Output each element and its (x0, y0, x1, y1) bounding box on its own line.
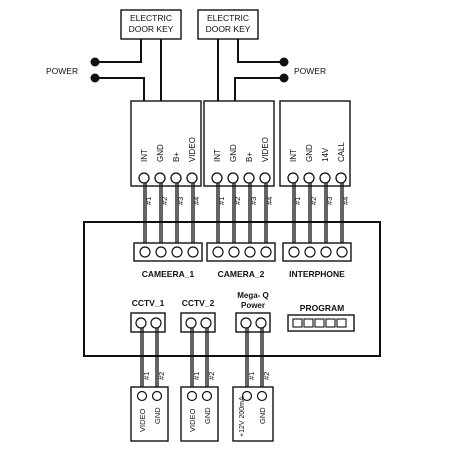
camera-2-pin-video: VIDEO (261, 137, 270, 162)
interphone-pin-14v: 14V (321, 147, 330, 162)
camera-1-terminal-2 (154, 172, 166, 184)
bottom-module-cctv-1: VIDEO GND (130, 386, 169, 442)
terminal-label-camera-1: CAMEERA_1 (142, 269, 195, 279)
camera-1-pin-int: INT (140, 149, 149, 162)
power-1-terminal-b (90, 73, 100, 83)
cam2-wire-label-4: #4 (265, 197, 274, 205)
cctv1-wire-label-2: #2 (157, 372, 166, 380)
interphone-terminal-4 (335, 172, 347, 184)
power-label-left: POWER (46, 66, 78, 76)
interphone-terminal-1 (287, 172, 299, 184)
top-wire-labels: #1 #2 #3 #4 #1 #2 #3 #4 #1 #2 #3 #4 (144, 197, 350, 205)
megaq-power-connector (235, 312, 271, 333)
interphone-module (279, 100, 351, 187)
megaq-label-line2: Power (241, 301, 265, 310)
bottom-module-power: +12V 200mA GND (232, 386, 274, 442)
power-wires (96, 39, 283, 110)
door-key-2-line2: DOOR KEY (206, 24, 251, 34)
top-module-terminals (138, 172, 347, 184)
power-2-terminal-b (279, 73, 289, 83)
camera-2-pin-bplus: B+ (245, 152, 254, 162)
door-key-1-line1: ELECTRIC (130, 13, 172, 23)
camera-1-terminal-4 (186, 172, 198, 184)
camera-2-pin-gnd: GND (229, 144, 238, 162)
interphone-wire-label-3: #3 (325, 197, 334, 205)
cam2-wire-label-1: #1 (217, 197, 226, 205)
cctv2-wire-label-2: #2 (207, 372, 216, 380)
interphone-pin-labels: INT GND 14V CALL (289, 141, 346, 162)
camera-1-terminal-3 (170, 172, 182, 184)
cam2-wire-label-3: #3 (249, 197, 258, 205)
bottom-module-cctv-2: VIDEO GND (180, 386, 219, 442)
camera-1-pin-labels: INT GND B+ VIDEO (140, 137, 197, 162)
camera-module-1 (130, 100, 202, 187)
cctv-1-pin-gnd: GND (153, 407, 162, 424)
power-2-terminal-a (279, 57, 289, 67)
terminal-block-camera-2 (206, 242, 276, 262)
megaq-label-line1: Mega- Q (237, 291, 269, 300)
interphone-terminal-2 (303, 172, 315, 184)
power-pin-gnd: GND (258, 407, 267, 424)
door-key-1: ELECTRIC DOOR KEY (120, 9, 182, 40)
power-1-terminal-a (90, 57, 100, 67)
door-key-1-line2: DOOR KEY (129, 24, 174, 34)
cam1-wire-label-4: #4 (192, 197, 201, 205)
camera-1-pin-video: VIDEO (188, 137, 197, 162)
door-key-1-wire-a (96, 39, 142, 63)
interphone-wire-label-4: #4 (341, 197, 350, 205)
camera-module-2 (203, 100, 275, 187)
camera-2-terminal-1 (211, 172, 223, 184)
camera-2-terminal-2 (227, 172, 239, 184)
cctv-2-connector (180, 312, 216, 333)
interphone-pin-int: INT (289, 149, 298, 162)
top-wires (143, 183, 344, 245)
camera-1-pin-bplus: B+ (172, 152, 181, 162)
cctv-2-pin-video: VIDEO (188, 408, 197, 432)
bottom-wire-labels: #1 #2 #1 #2 #1 #2 (142, 372, 271, 380)
camera-1-pin-gnd: GND (156, 144, 165, 162)
power-label-right: POWER (294, 66, 326, 76)
interphone-wire-label-1: #1 (293, 197, 302, 205)
cctv-1-connector (130, 312, 166, 333)
camera-2-pin-labels: INT GND B+ VIDEO (213, 137, 270, 162)
door-key-2-wire-b (237, 39, 283, 63)
bottom-wires (140, 328, 264, 392)
terminal-block-interphone (282, 242, 352, 262)
main-board (83, 221, 381, 357)
camera-2-terminal-3 (243, 172, 255, 184)
cam1-wire-label-1: #1 (144, 197, 153, 205)
camera-1-terminal-1 (138, 172, 150, 184)
cam2-wire-label-2: #2 (233, 197, 242, 205)
cam1-wire-label-3: #3 (176, 197, 185, 205)
camera-2-terminal-4 (259, 172, 271, 184)
interphone-wire-label-2: #2 (309, 197, 318, 205)
cctv-1-pin-video: VIDEO (138, 408, 147, 432)
program-connector (287, 314, 355, 332)
cctv1-wire-label-1: #1 (142, 372, 151, 380)
power-wire-label-2: #2 (262, 372, 271, 380)
terminal-label-interphone: INTERPHONE (289, 269, 345, 279)
cctv2-wire-label-1: #1 (192, 372, 201, 380)
door-key-2-line1: ELECTRIC (207, 13, 249, 23)
camera-2-pin-int: INT (213, 149, 222, 162)
power-2-wire (234, 77, 283, 110)
interphone-pin-call: CALL (337, 141, 346, 162)
interphone-terminal-3 (319, 172, 331, 184)
power-pin-12v: +12V 200mA (239, 396, 246, 437)
terminal-block-camera-1 (133, 242, 203, 262)
power-wire-label-1: #1 (247, 372, 256, 380)
program-label: PROGRAM (300, 303, 344, 313)
terminal-label-camera-2: CAMERA_2 (218, 269, 265, 279)
cctv-2-pin-gnd: GND (203, 407, 212, 424)
cam1-wire-label-2: #2 (160, 197, 169, 205)
power-1-wire (96, 77, 145, 110)
door-key-2: ELECTRIC DOOR KEY (197, 9, 259, 40)
cctv-1-label: CCTV_1 (132, 298, 165, 308)
cctv-2-label: CCTV_2 (182, 298, 215, 308)
interphone-pin-gnd: GND (305, 144, 314, 162)
